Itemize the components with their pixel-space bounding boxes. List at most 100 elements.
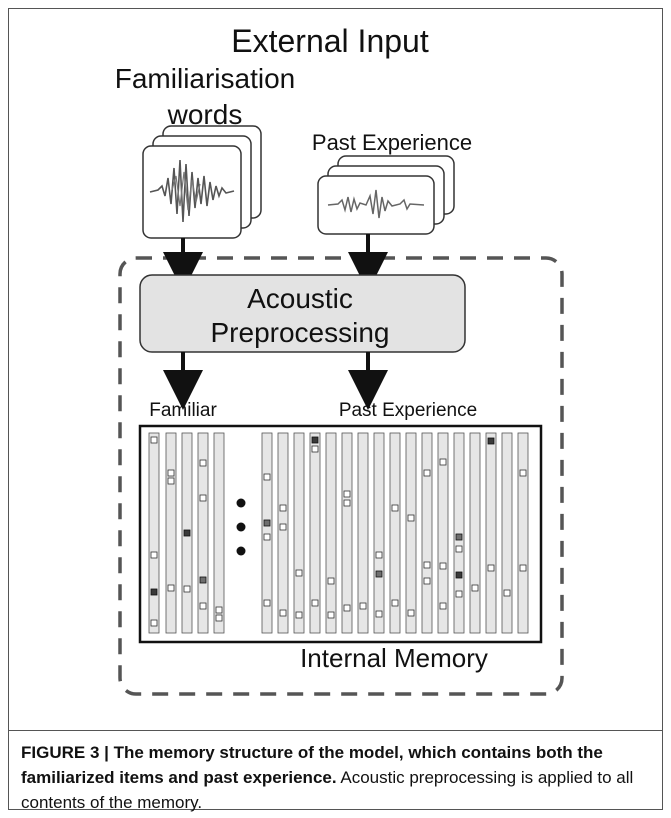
- memory-marker: [279, 504, 287, 512]
- memory-marker: [263, 533, 271, 541]
- memory-marker: [359, 602, 367, 610]
- familiarisation-audio-stack: [142, 125, 262, 239]
- memory-column: [165, 432, 177, 634]
- memory-marker: [311, 445, 319, 453]
- processing-boundary: [118, 256, 564, 696]
- memory-marker: [439, 562, 447, 570]
- memory-marker: [150, 619, 158, 627]
- memory-column: [437, 432, 449, 634]
- preprocessing-label-line1: Acoustic: [247, 283, 353, 314]
- memory-marker: [263, 473, 271, 481]
- memory-marker: [263, 599, 271, 607]
- memory-marker: [279, 523, 287, 531]
- memory-marker: [150, 588, 158, 596]
- memory-marker: [183, 529, 191, 537]
- memory-column: [501, 432, 513, 634]
- waveform-icon: [149, 159, 235, 223]
- memory-marker: [391, 504, 399, 512]
- memory-column: [341, 432, 353, 634]
- memory-marker: [343, 490, 351, 498]
- ellipsis-dot: [236, 498, 246, 508]
- memory-marker: [167, 469, 175, 477]
- memory-marker: [311, 599, 319, 607]
- memory-marker: [167, 584, 175, 592]
- memory-column: [197, 432, 209, 634]
- memory-marker: [423, 577, 431, 585]
- memory-marker: [343, 499, 351, 507]
- memory-marker: [391, 599, 399, 607]
- memory-marker: [199, 459, 207, 467]
- memory-marker: [455, 545, 463, 553]
- memory-marker: [439, 602, 447, 610]
- familiar-label: Familiar: [149, 400, 217, 421]
- memory-marker: [375, 610, 383, 618]
- waveform-icon: [327, 189, 425, 219]
- memory-marker: [423, 469, 431, 477]
- caption-divider: [8, 730, 663, 731]
- caption-body: Acoustic preprocessing is applied to all…: [21, 768, 634, 812]
- memory-marker: [407, 514, 415, 522]
- memory-structure-diagram: External Input Familiarisation words Pas…: [115, 23, 564, 696]
- memory-column: [325, 432, 337, 634]
- memory-column: [453, 432, 465, 634]
- memory-column: [389, 432, 401, 634]
- memory-marker: [519, 469, 527, 477]
- past-experience-input-label: Past Experience: [312, 130, 472, 155]
- memory-column: [517, 432, 529, 634]
- memory-columns: [148, 432, 529, 634]
- memory-column: [277, 432, 289, 634]
- memory-column: [421, 432, 433, 634]
- memory-marker: [150, 436, 158, 444]
- memory-marker: [407, 609, 415, 617]
- figure-caption: FIGURE 3 | The memory structure of the m…: [21, 740, 651, 815]
- memory-marker: [439, 458, 447, 466]
- memory-marker: [263, 519, 271, 527]
- memory-marker: [215, 606, 223, 614]
- memory-column: [405, 432, 417, 634]
- memory-column: [357, 432, 369, 634]
- memory-marker: [183, 585, 191, 593]
- memory-marker: [215, 614, 223, 622]
- memory-marker: [295, 569, 303, 577]
- memory-marker: [311, 436, 319, 444]
- memory-marker: [199, 576, 207, 584]
- memory-marker: [487, 437, 495, 445]
- preprocessing-label-line2: Preprocessing: [211, 317, 390, 348]
- memory-column: [469, 432, 481, 634]
- memory-marker: [327, 611, 335, 619]
- familiarisation-label-line1: Familiarisation: [115, 63, 296, 94]
- internal-memory-label: Internal Memory: [300, 643, 488, 673]
- past-experience-audio-stack: [317, 155, 455, 235]
- memory-marker: [167, 477, 175, 485]
- memory-marker: [455, 571, 463, 579]
- memory-marker: [455, 533, 463, 541]
- memory-marker: [423, 561, 431, 569]
- memory-marker: [455, 590, 463, 598]
- past-experience-memory-label: Past Experience: [339, 400, 477, 421]
- memory-marker: [279, 609, 287, 617]
- memory-marker: [471, 584, 479, 592]
- memory-column: [293, 432, 305, 634]
- memory-marker: [375, 570, 383, 578]
- memory-column: [148, 432, 160, 634]
- caption-figure-label: FIGURE 3 | The memory structure of the m…: [21, 743, 603, 787]
- memory-column: [261, 432, 273, 634]
- figure-frame: [8, 8, 663, 810]
- memory-marker: [295, 611, 303, 619]
- memory-marker: [487, 564, 495, 572]
- memory-column: [485, 432, 497, 634]
- familiarisation-label-line2: words: [167, 99, 243, 130]
- memory-marker: [327, 577, 335, 585]
- memory-marker: [199, 494, 207, 502]
- external-input-title: External Input: [231, 23, 429, 59]
- memory-column: [213, 432, 225, 634]
- memory-column: [373, 432, 385, 634]
- memory-marker: [150, 551, 158, 559]
- acoustic-preprocessing-box: [139, 274, 466, 353]
- memory-marker: [519, 564, 527, 572]
- ellipsis-dot: [236, 522, 246, 532]
- memory-marker: [199, 602, 207, 610]
- memory-marker: [343, 604, 351, 612]
- memory-marker: [503, 589, 511, 597]
- memory-column: [309, 432, 321, 634]
